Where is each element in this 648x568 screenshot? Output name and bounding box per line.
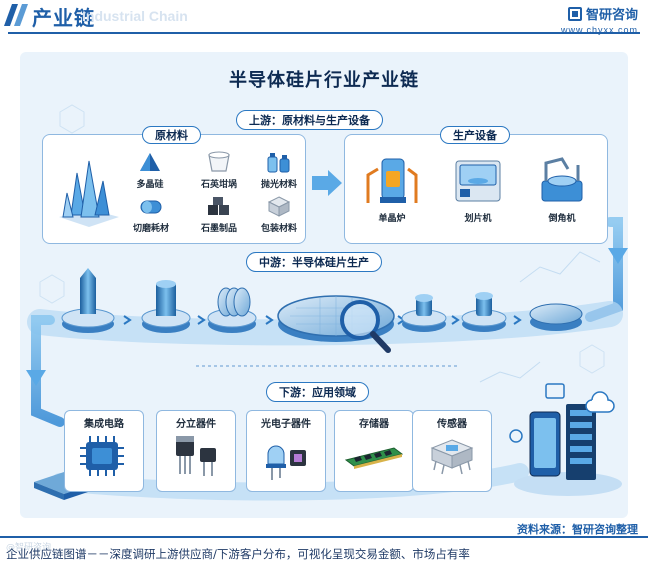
brand-block: 智研咨询 www.chyxx.com [561,3,638,35]
midstream-products [61,268,583,353]
brand-url: www.chyxx.com [560,25,638,35]
polysilicon-icon [140,153,160,171]
package-box-icon [267,196,291,217]
application-discrete-device: 分立器件 [156,410,236,492]
material-polysilicon: 多晶硅 [125,151,175,190]
item-label: 划片机 [464,214,492,224]
flow-graphics [26,104,628,501]
downstream-label: 下游：应用领域 [266,382,369,402]
material-packaging: 包装材料 [251,195,307,234]
equipment-label: 生产设备 [440,126,510,144]
dicing-saw-icon [455,160,501,202]
item-label: 单晶炉 [378,214,406,224]
application-integrated-circuit: 集成电路 [64,410,144,492]
flow-arrow-down-right [608,248,628,264]
upstream-label: 上游：原材料与生产设备 [236,110,383,130]
diagram-panel: 半导体硅片行业产业链 上游：原材料与生产设备 多晶硅 石英坩埚 抛光材料 切磨耗… [20,52,628,518]
item-label: 多晶硅 [136,180,164,190]
graphite-blocks-icon [208,197,229,215]
material-quartz-crucible: 石英坩埚 [191,151,247,190]
polishing-bottles-icon [267,153,290,173]
diagram-title-box: 半导体硅片行业产业链 [20,58,628,98]
material-polishing: 抛光材料 [251,151,307,190]
material-graphite: 石墨制品 [191,195,247,234]
bg-decoration [39,104,605,383]
midstream-label: 中游：半导体硅片生产 [246,252,382,272]
raw-materials-box: 多晶硅 石英坩埚 抛光材料 切磨耗材 石墨制品 包装材料 [42,134,306,244]
sensor-icon [430,439,474,475]
data-source: 资料来源：智研咨询整理 [517,523,638,536]
item-label: 传感器 [437,419,467,430]
grinding-icon [140,200,162,214]
diagram-title: 半导体硅片行业产业链 [229,70,419,91]
crucible-icon [208,151,230,172]
page-title: 产业链 [32,6,95,30]
led-icon [266,445,306,480]
application-memory: 存储器 [334,410,414,492]
chamfering-machine-icon [541,157,583,202]
server-phone-icon [509,383,622,496]
footer-divider [0,536,648,538]
item-label: 包装材料 [260,224,297,234]
footer-caption: 企业供应链图谱－－深度调研上游供应商/下游客户分布，可视化呈现交易金额、市场占有… [6,547,470,561]
footer-watermark: @智研咨询 [6,543,52,553]
item-label: 光电子器件 [261,419,311,430]
equipment-chamfering: 倒角机 [525,151,599,224]
equipment-crystal-furnace: 单晶炉 [355,151,429,224]
upstream-process-arrow [312,170,342,196]
application-sensor: 传感器 [412,410,492,492]
item-label: 集成电路 [84,419,124,430]
equipment-box: 单晶炉 划片机 倒角机 [344,134,608,244]
brand-logo-icon [567,6,582,21]
brand-name: 智研咨询 [585,8,638,23]
ic-chip-icon [80,436,124,476]
header-divider [8,32,640,34]
flow-pipe-left [31,315,65,427]
memory-module-icon [344,447,404,469]
material-grinding: 切磨耗材 [123,195,179,234]
item-label: 抛光材料 [260,180,297,190]
item-label: 石英坩埚 [200,180,237,190]
crystal-icon [59,160,119,227]
application-optoelectronic: 光电子器件 [246,410,326,492]
item-label: 存储器 [359,419,389,430]
equipment-dicing-saw: 划片机 [441,151,515,224]
item-label: 分立器件 [176,419,216,430]
item-label: 倒角机 [548,214,576,224]
flow-arrow-down-left [26,370,46,386]
item-label: 石墨制品 [200,224,237,234]
header-watermark: Industrial Chain [82,8,188,24]
raw-materials-label: 原材料 [142,126,201,144]
discrete-device-icon [176,436,216,476]
item-label: 切磨耗材 [132,224,169,234]
crystal-furnace-icon [366,158,418,203]
page-header: 产业链 Industrial Chain 智研咨询 www.chyxx.com [0,0,648,40]
